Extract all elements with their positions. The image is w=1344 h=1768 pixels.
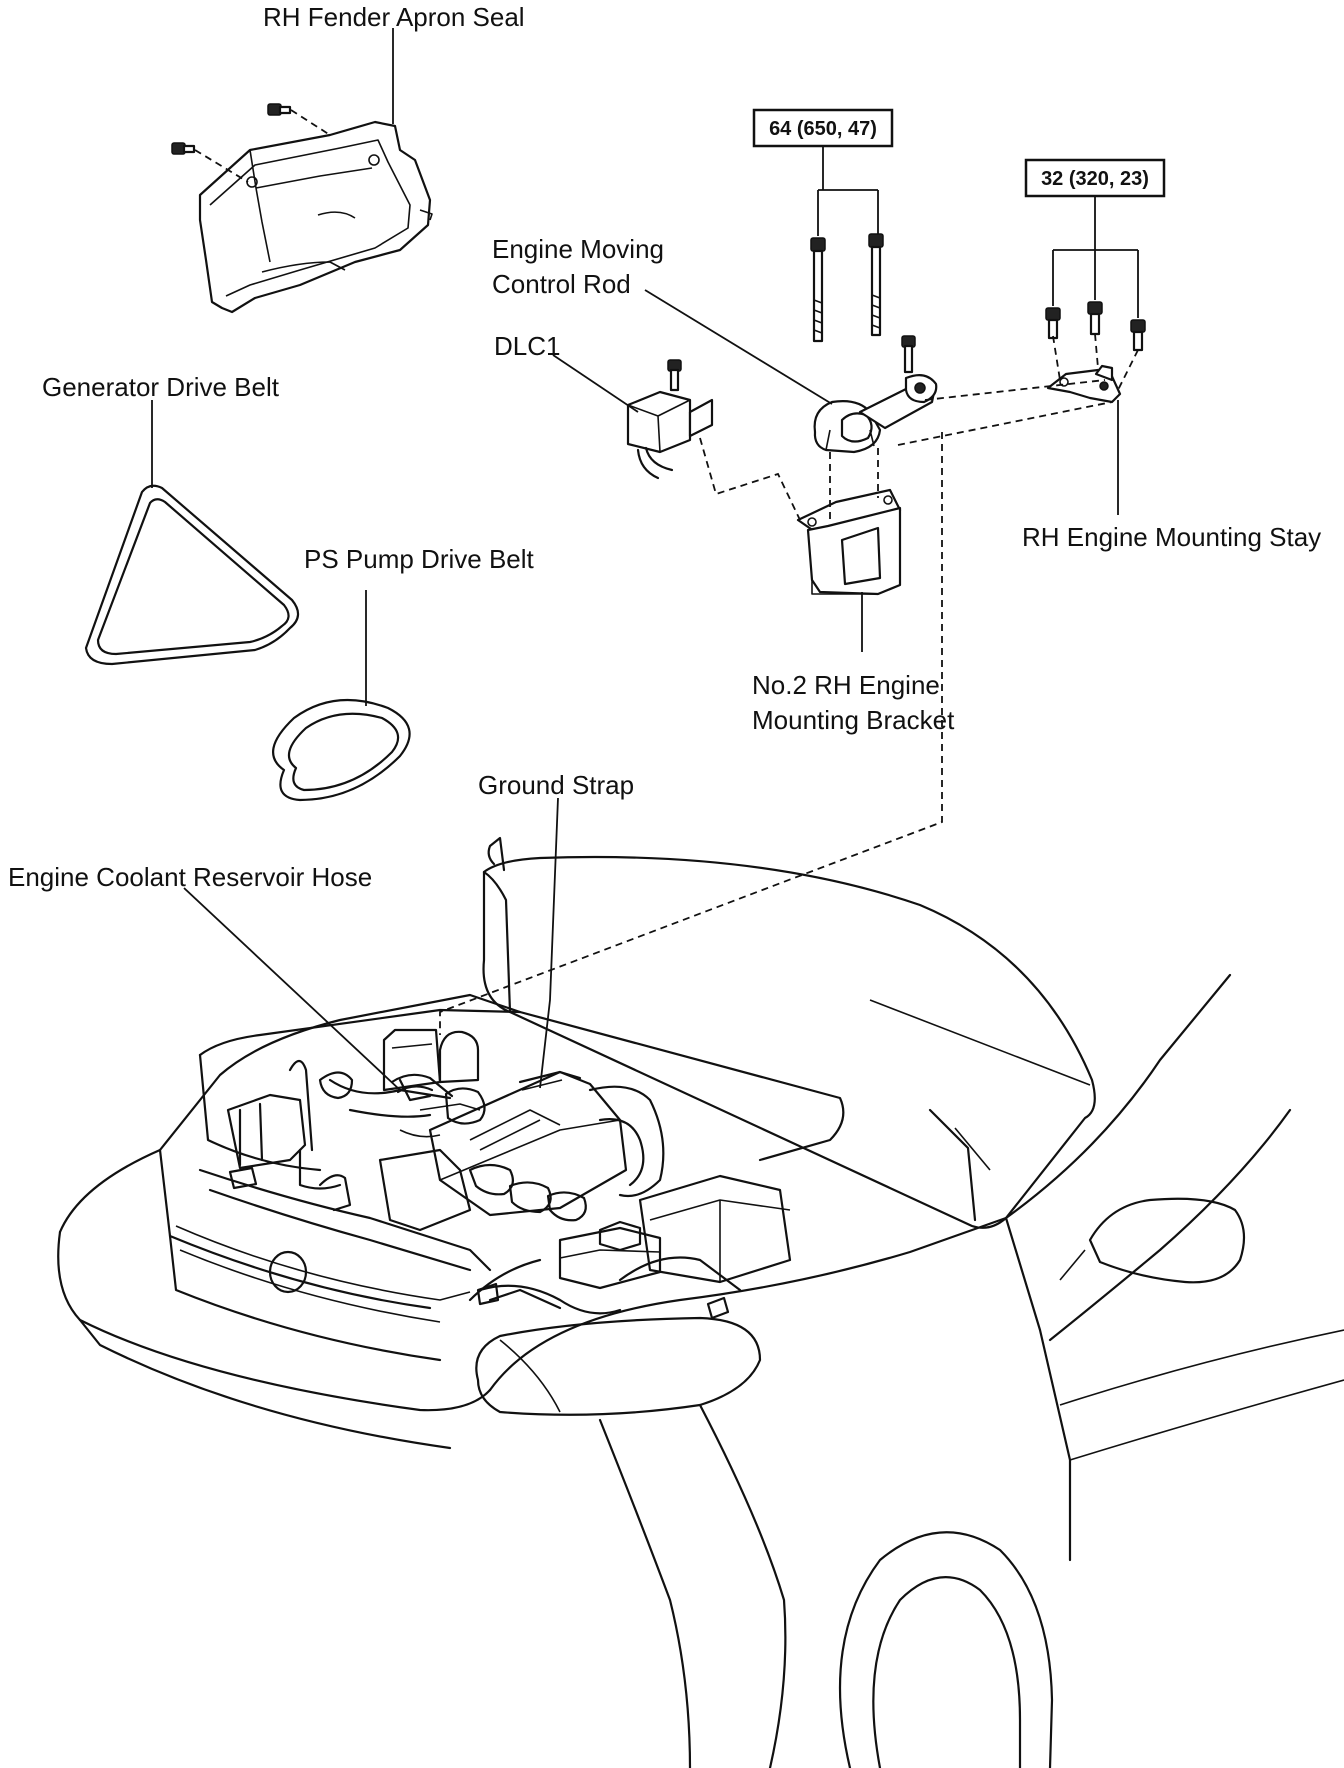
- vehicle-front-body: [57, 836, 1344, 1768]
- stay-bolt-3: [1130, 319, 1146, 352]
- engine-coolant-reservoir-hose-part: [390, 1073, 454, 1098]
- mounting-stay-torque-spec: 32 (320, 23): [1041, 168, 1149, 190]
- engine-moving-control-rod-label-1: Engine Moving: [492, 234, 664, 264]
- no2-rh-engine-mounting-bracket-part: [796, 488, 902, 596]
- ground-strap-leader: [539, 797, 559, 1089]
- rh-engine-mounting-stay-part: [1046, 364, 1122, 404]
- apron-seal-bolt-1: [171, 142, 196, 155]
- ground-strap-label: Ground Strap: [478, 770, 634, 800]
- engine-coolant-reservoir-hose-leader: [183, 887, 401, 1091]
- no2-bracket-label-1: No.2 RH Engine: [752, 670, 940, 700]
- no2-bracket-label-2: Mounting Bracket: [752, 705, 955, 735]
- control-rod-torque-leader: [817, 146, 879, 236]
- dlc1-bolt: [667, 359, 682, 392]
- control-rod-bolt-1: [810, 237, 826, 343]
- engine-moving-control-rod-leader: [644, 289, 833, 405]
- rh-fender-apron-seal-part: [171, 103, 433, 314]
- ps-pump-drive-belt-label: PS Pump Drive Belt: [304, 544, 535, 574]
- control-rod-torque-spec: 64 (650, 47): [769, 118, 877, 140]
- control-rod-torque-box: [752, 108, 894, 148]
- control-rod-small-bolt: [901, 335, 916, 374]
- dlc1-label: DLC1: [494, 331, 560, 361]
- stay-bolt-2: [1087, 301, 1103, 336]
- rh-fender-apron-seal-label: RH Fender Apron Seal: [263, 2, 525, 32]
- apron-seal-bolt-2: [267, 103, 292, 116]
- dlc1-connector-part: [626, 359, 714, 480]
- generator-drive-belt-part: [84, 484, 300, 666]
- generator-drive-belt-label: Generator Drive Belt: [42, 372, 280, 402]
- ps-pump-drive-belt-part: [272, 698, 411, 802]
- mounting-stay-torque-box: [1024, 158, 1166, 198]
- engine-compartment-components: [198, 1028, 792, 1320]
- engine-moving-control-rod-part: [813, 373, 938, 454]
- dlc1-leader: [552, 354, 639, 413]
- rh-engine-mounting-stay-label: RH Engine Mounting Stay: [1022, 522, 1321, 552]
- ground-strap-part: [518, 1070, 582, 1091]
- mounting-stay-torque-leader: [1052, 196, 1139, 318]
- engine-coolant-reservoir-hose-label: Engine Coolant Reservoir Hose: [8, 862, 372, 892]
- control-rod-bolt-2: [868, 233, 884, 337]
- engine-moving-control-rod-label-2: Control Rod: [492, 269, 631, 299]
- stay-bolt-1: [1045, 307, 1061, 340]
- assembly-dashed-lines: [439, 333, 1139, 1035]
